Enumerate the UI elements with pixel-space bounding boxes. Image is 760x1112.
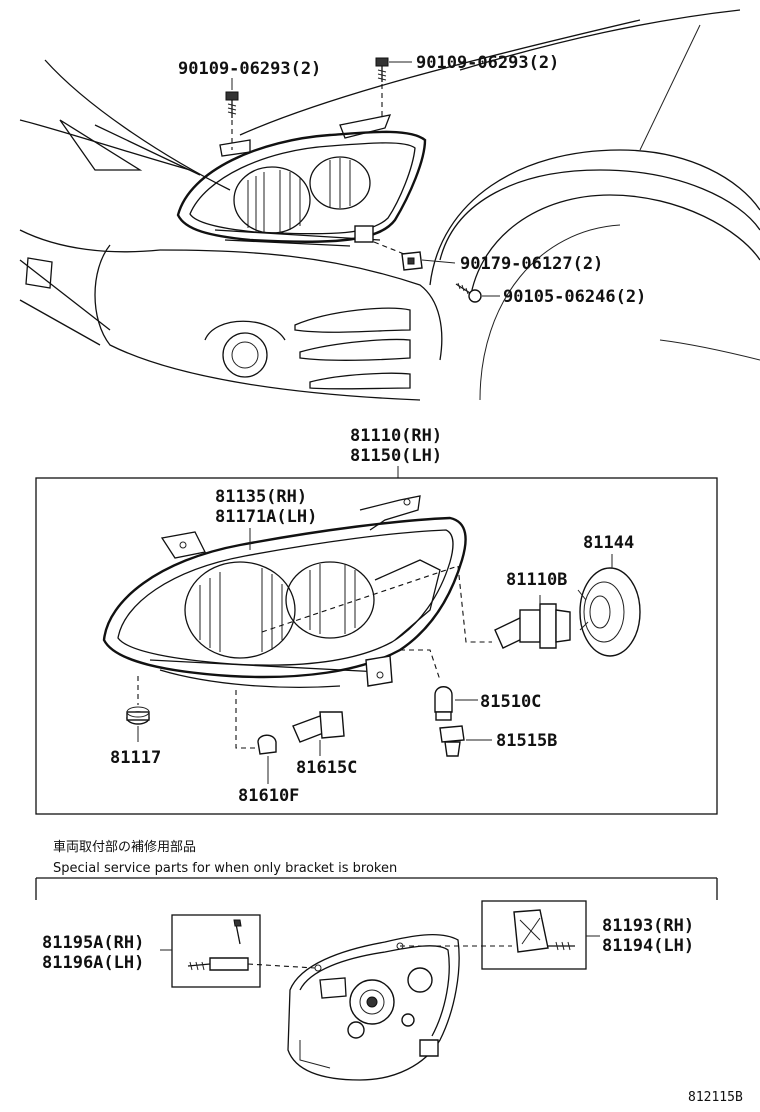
bracket-right-detail (400, 900, 587, 970)
label-socket-615: 81615C (296, 758, 357, 778)
figure-code: 812115B (688, 1090, 743, 1105)
socket-615-icon (292, 711, 345, 756)
label-grommet: 81117 (110, 748, 161, 768)
label-bracket-lh-right: 81194(LH) (602, 936, 694, 956)
label-bracket-rh-right: 81193(RH) (602, 916, 694, 936)
assembly-frame (35, 477, 718, 815)
label-bracket-rh-left: 81195A(RH) (42, 933, 144, 953)
dust-cap-icon (577, 567, 641, 657)
label-assy-rh: 81110(RH) (350, 426, 442, 446)
vehicle-front-illustration (19, 9, 760, 401)
grommet-icon (126, 706, 150, 742)
label-bolt-lower: 90105-06246(2) (503, 287, 646, 307)
bulb-510-icon (434, 686, 478, 721)
socket-515-icon (439, 725, 492, 757)
label-bracket-lh-left: 81196A(LH) (42, 953, 144, 973)
note-english: Special service parts for when only brac… (53, 861, 397, 876)
bracket-left-detail (171, 914, 316, 988)
headlamp-assembly-illustration (102, 495, 492, 749)
bulb-main-icon (494, 595, 571, 649)
label-lens-rh: 81135(RH) (215, 487, 307, 507)
bolt-lower-icon (455, 282, 500, 303)
label-socket-515: 81515B (496, 731, 557, 751)
bolt-top-left-icon (225, 91, 239, 150)
note-japanese: 車両取付部の補修用部品 (53, 840, 196, 855)
label-bolt-top-left: 90109-06293(2) (178, 59, 321, 79)
label-bulb-610: 81610F (238, 786, 299, 806)
label-lens-lh: 81171A(LH) (215, 507, 317, 527)
label-assy-lh: 81150(LH) (350, 446, 442, 466)
label-clip-nut: 90179-06127(2) (460, 254, 603, 274)
label-bolt-top-right: 90109-06293(2) (416, 53, 559, 73)
bulb-610-icon (257, 734, 277, 784)
clip-nut-icon (373, 241, 456, 271)
label-bulb-510: 81510C (480, 692, 541, 712)
label-cap: 81144 (583, 533, 634, 553)
label-bulb-main: 81110B (506, 570, 567, 590)
bolt-top-right-icon (375, 57, 412, 118)
headlamp-rear-illustration (287, 934, 460, 1081)
